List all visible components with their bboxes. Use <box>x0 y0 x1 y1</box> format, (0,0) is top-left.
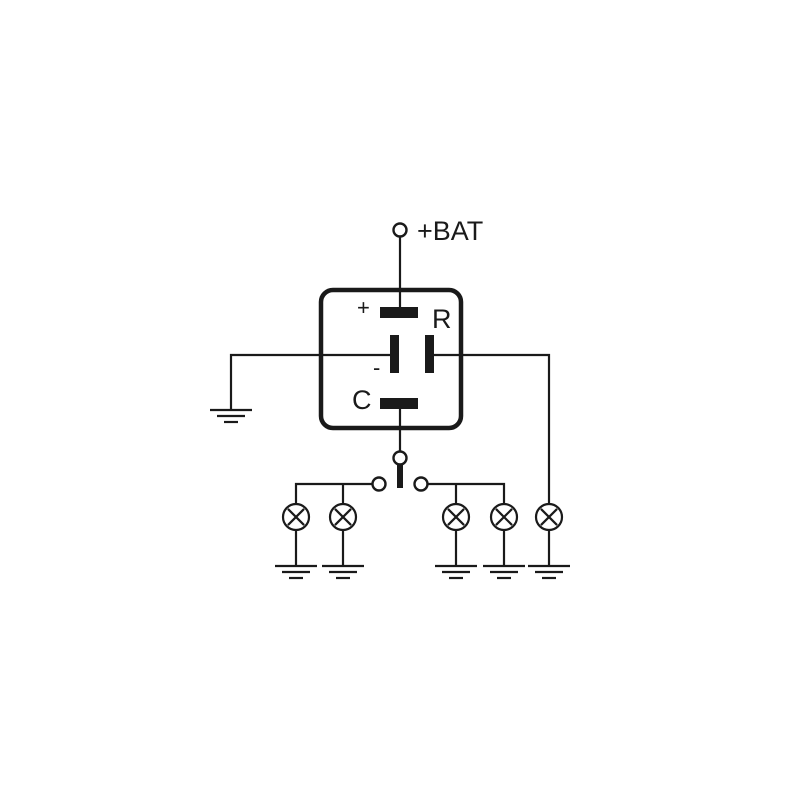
c-terminal <box>380 398 418 409</box>
switch-common-contact <box>392 450 408 466</box>
ground-symbol <box>483 564 525 580</box>
r-terminal-label: R <box>432 304 452 334</box>
battery-terminal <box>392 222 408 238</box>
r-terminal <box>425 335 434 373</box>
c-terminal-label: C <box>352 385 372 415</box>
ground-symbol <box>210 408 252 424</box>
left-rear-lamp <box>328 502 358 532</box>
minus-terminal-label: - <box>373 355 380 380</box>
ground-symbol <box>275 564 317 580</box>
switch-lever <box>397 465 403 488</box>
plus-terminal-label: + <box>357 295 370 320</box>
ground-symbol <box>435 564 477 580</box>
switch-left-contact <box>371 476 387 492</box>
left-lamp-wire <box>294 482 372 504</box>
right-rear-lamp <box>489 502 519 532</box>
r-output-wire <box>430 353 551 506</box>
right-lamp-wire <box>428 482 506 504</box>
right-front-lamp <box>441 502 471 532</box>
battery-label: +BAT <box>417 216 483 246</box>
ground-symbol <box>528 564 570 580</box>
switch-right-contact <box>413 476 429 492</box>
ground-symbol <box>322 564 364 580</box>
lamp-group <box>275 502 570 580</box>
ground-wire <box>229 353 395 410</box>
left-front-lamp <box>281 502 311 532</box>
plus-terminal <box>380 307 418 318</box>
indicator-lamp <box>534 502 564 532</box>
relay-housing <box>318 287 464 431</box>
